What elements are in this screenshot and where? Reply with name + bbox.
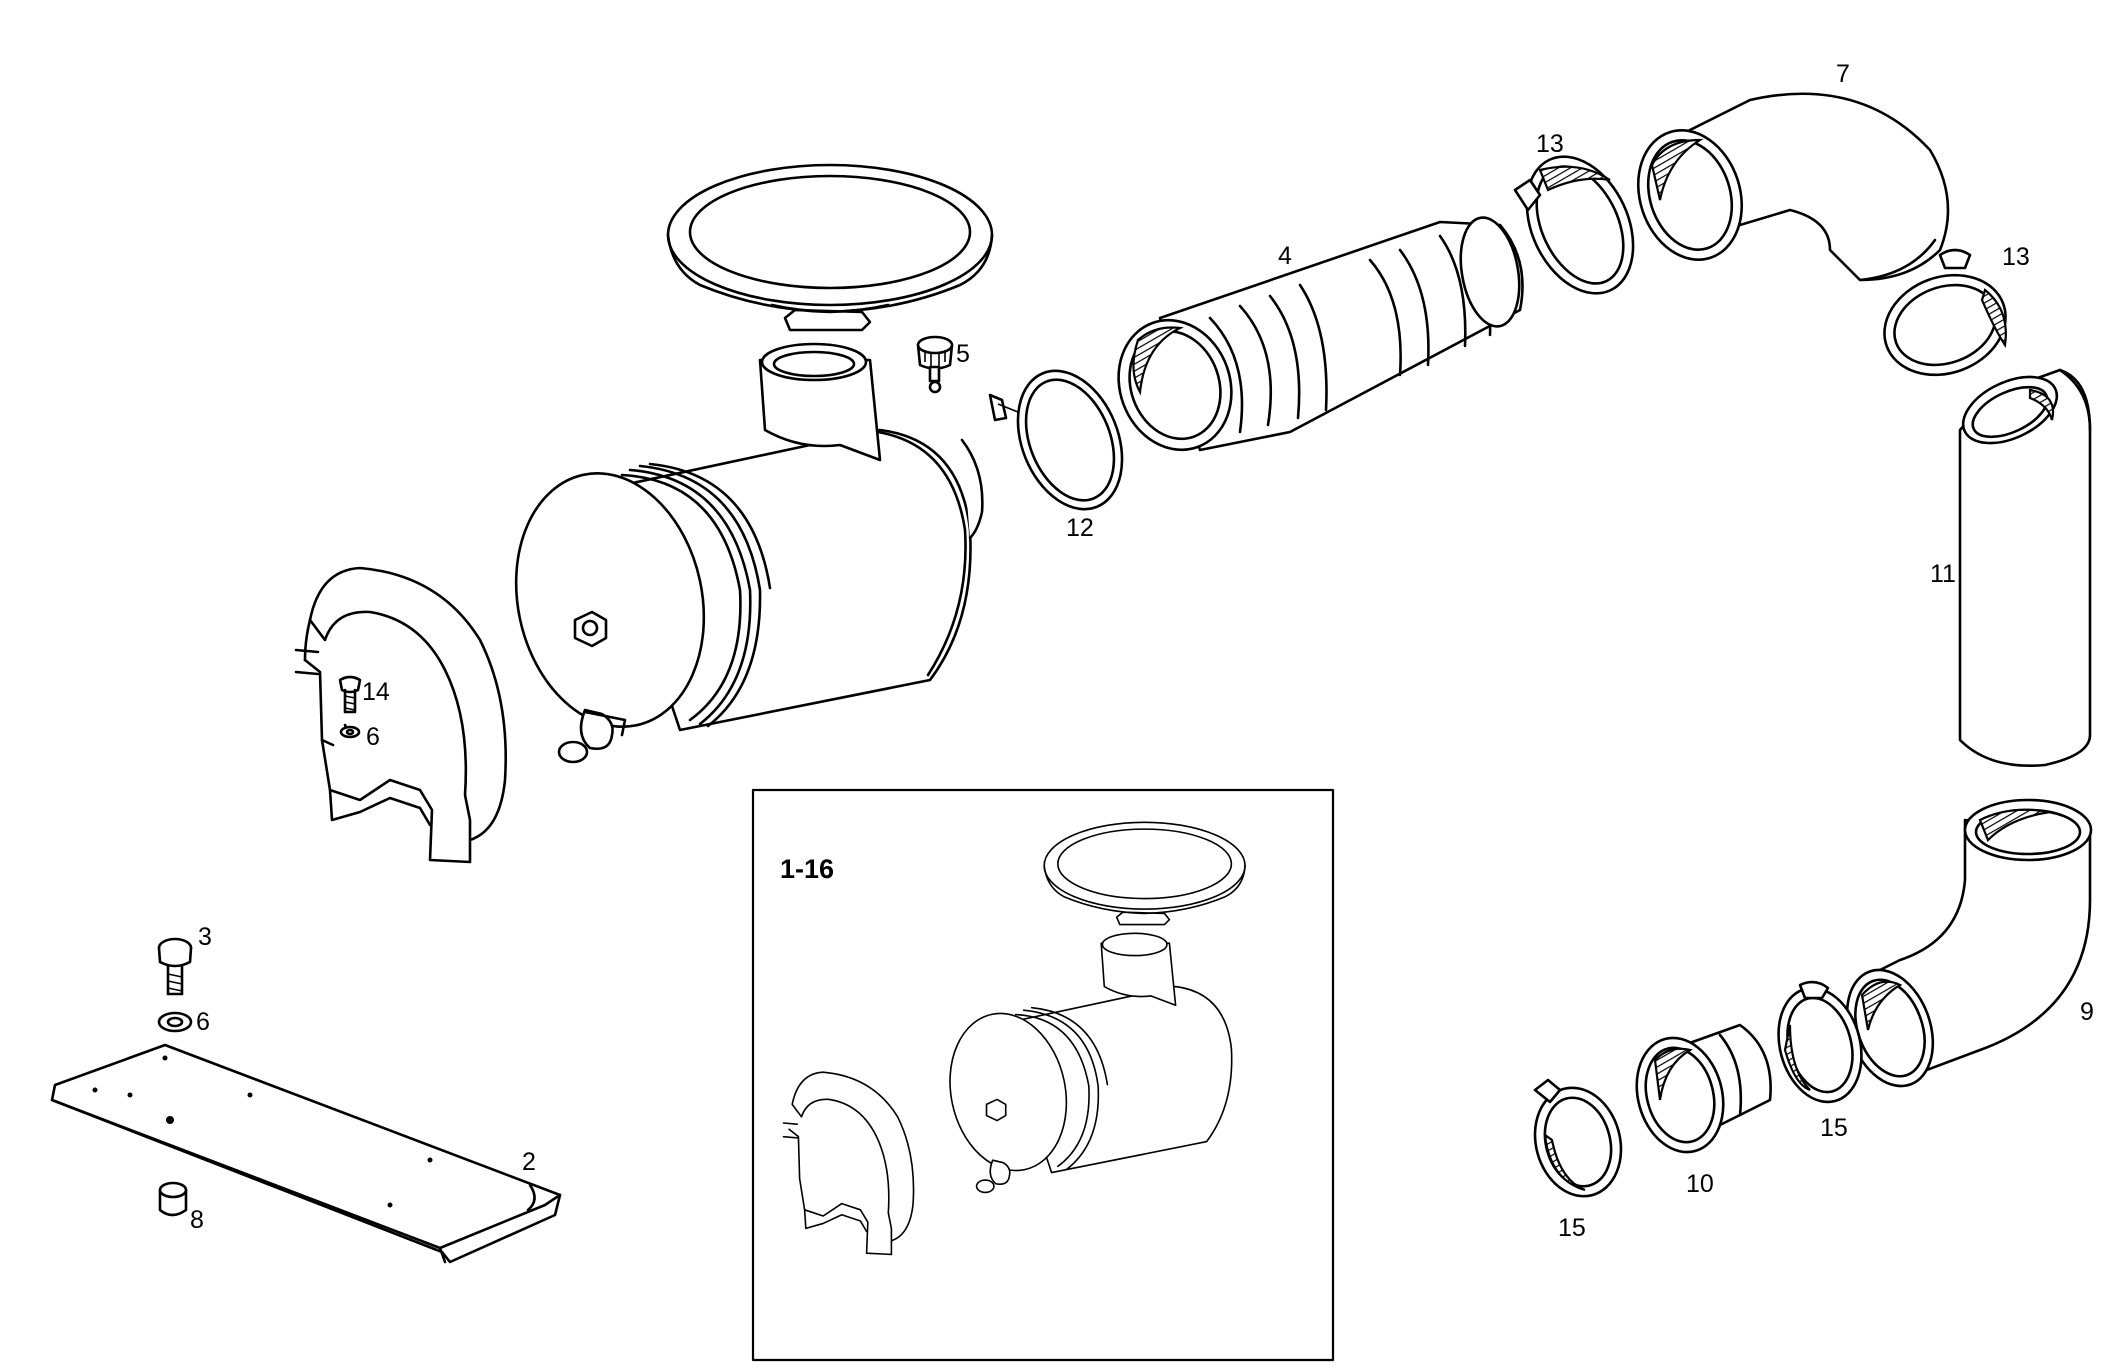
callout-2: 13 (1536, 130, 1564, 158)
screw-14 (338, 675, 362, 714)
callout-16: 10 (1686, 1170, 1714, 1198)
pipe-11 (1958, 368, 2092, 767)
callout-7: 11 (1930, 560, 1956, 588)
callout-12: 2 (522, 1148, 536, 1176)
clamp-15-left (1533, 1078, 1623, 1198)
base-plate (50, 1043, 562, 1264)
callout-17: 15 (1558, 1214, 1586, 1242)
drain-valve (557, 708, 627, 764)
clamp-15-right (1777, 980, 1863, 1104)
spacer-8 (158, 1181, 188, 1217)
air-filter-assembly (294, 163, 994, 864)
callout-5: 5 (956, 340, 970, 368)
assembly-inset: 1-16 (751, 788, 1335, 1362)
clamp-13-upper (1513, 155, 1635, 295)
clamp-12 (988, 369, 1124, 511)
rain-cap (666, 163, 994, 332)
callout-11: 6 (196, 1008, 210, 1036)
callout-15: 15 (1820, 1114, 1848, 1142)
callout-10: 3 (198, 923, 212, 951)
callout-labels: 7 13 13 4 5 12 11 14 6 3 6 2 8 9 15 10 1… (190, 60, 2094, 1242)
callout-1: 7 (1836, 60, 1850, 88)
bolt-3 (157, 937, 193, 996)
washer-6-bottom (157, 1011, 193, 1033)
elbow-9 (1845, 798, 2093, 1088)
service-indicator (916, 335, 954, 394)
elbow-7 (1636, 92, 1950, 282)
washer-6-top (339, 725, 361, 739)
callout-13: 8 (190, 1206, 204, 1234)
callout-4: 4 (1278, 242, 1292, 270)
clamp-13-right (1883, 248, 2007, 377)
inset-label: 1-16 (780, 854, 834, 884)
mounting-band (294, 566, 508, 864)
callout-6: 12 (1066, 514, 1094, 542)
center-nut-icon (573, 610, 608, 648)
filter-housing (514, 342, 984, 764)
coupler-10 (1635, 1023, 1772, 1154)
callout-8: 14 (362, 678, 390, 706)
callout-3: 13 (2002, 243, 2030, 271)
hose-4 (1117, 216, 1524, 452)
callout-9: 6 (366, 723, 380, 751)
callout-14: 9 (2080, 998, 2094, 1026)
